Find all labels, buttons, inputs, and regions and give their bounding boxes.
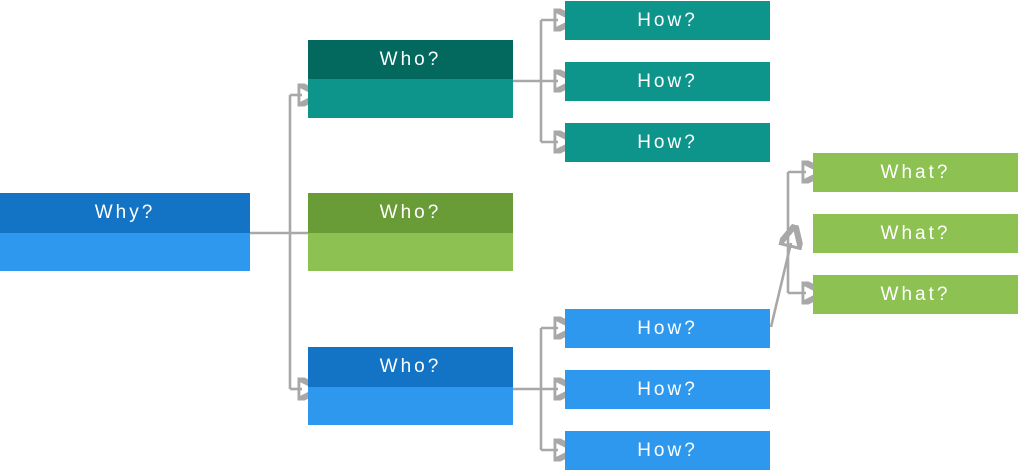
node-what-2-label: What? (880, 222, 951, 244)
node-how-teal-1: How? (565, 1, 770, 40)
node-how-teal-2: How? (565, 62, 770, 101)
node-how-blue-1: How? (565, 309, 770, 348)
node-how-blue-1-label: How? (637, 317, 698, 339)
node-who-top: Who? (308, 40, 513, 118)
node-how-teal-1-label: How? (637, 9, 698, 31)
node-how-blue-2-label: How? (637, 378, 698, 400)
node-how-blue-2: How? (565, 370, 770, 409)
node-what-3-label: What? (880, 283, 951, 305)
node-who-top-label: Who? (379, 48, 442, 70)
node-who-bottom-header: Who? (308, 347, 513, 387)
node-how-blue-3-label: How? (637, 439, 698, 461)
node-what-1-label: What? (880, 161, 951, 183)
node-why-header: Why? (0, 193, 250, 233)
connector-how-to-what2-diagonal (769, 243, 791, 328)
node-why-body (0, 233, 250, 271)
node-what-1: What? (813, 153, 1018, 192)
node-who-middle: Who? (308, 193, 513, 271)
node-who-middle-body (308, 233, 513, 271)
node-why: Why? (0, 193, 250, 271)
node-how-teal-3: How? (565, 123, 770, 162)
node-who-bottom-body (308, 387, 513, 425)
node-what-2: What? (813, 214, 1018, 253)
node-what-3: What? (813, 275, 1018, 314)
node-who-middle-header: Who? (308, 193, 513, 233)
node-who-bottom-label: Who? (379, 356, 442, 377)
node-how-teal-3-label: How? (637, 131, 698, 153)
node-who-top-body (308, 79, 513, 118)
node-who-top-header: Who? (308, 40, 513, 79)
node-who-middle-label: Who? (379, 202, 442, 223)
node-how-blue-3: How? (565, 431, 770, 470)
node-why-label: Why? (94, 202, 156, 223)
node-who-bottom: Who? (308, 347, 513, 425)
node-how-teal-2-label: How? (637, 70, 698, 92)
